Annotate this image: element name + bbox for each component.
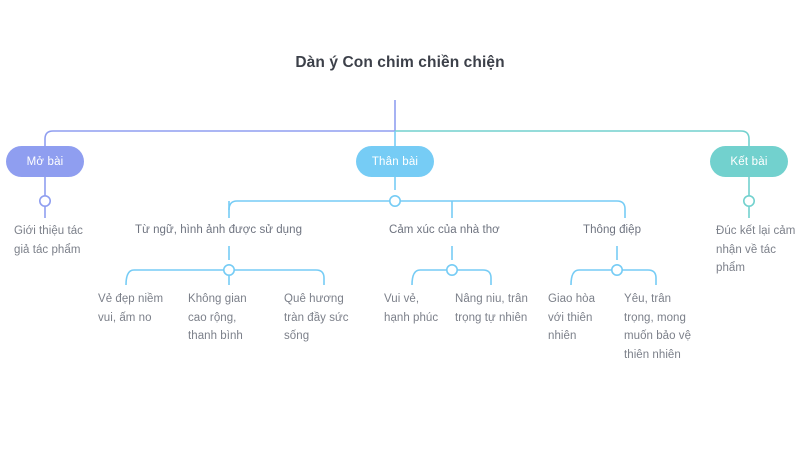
- leaf-node[interactable]: Vui vẻ, hạnh phúc: [384, 293, 439, 324]
- connector-bus-right: [395, 130, 750, 148]
- node-than-bai[interactable]: Thân bài: [356, 146, 434, 177]
- connector-level2-bus: [228, 200, 626, 218]
- leaf-node[interactable]: Giao hòa với thiên nhiên: [548, 293, 596, 343]
- node-cam-xuc[interactable]: Cảm xúc của nhà thơ: [389, 224, 500, 236]
- node-mo-bai[interactable]: Mở bài: [6, 146, 84, 177]
- node-mo-bai-label: Mở bài: [26, 155, 64, 168]
- node-circle-group2: [445, 263, 458, 276]
- node-ket-bai[interactable]: Kết bài: [710, 146, 788, 177]
- node-circle-group1: [223, 263, 236, 276]
- node-circle-than-bai: [388, 195, 401, 208]
- node-circle-group3: [610, 263, 623, 276]
- node-tu-ngu[interactable]: Từ ngữ, hình ảnh được sử dụng: [135, 224, 303, 236]
- node-mo-bai-child[interactable]: Giới thiệu tác giả tác phẩm: [14, 225, 83, 256]
- connector-group2-bus: [411, 269, 492, 286]
- node-circle-mo-bai: [38, 195, 51, 208]
- leaf-node[interactable]: Yêu, trân trọng, mong muốn bảo vệ thiên …: [624, 293, 692, 361]
- node-circle-ket-bai: [742, 195, 755, 208]
- node-than-bai-label: Thân bài: [371, 155, 419, 168]
- node-ket-bai-label: Kết bài: [730, 155, 768, 168]
- node-ket-bai-child[interactable]: Đúc kết lại cảm nhận về tác phẩm: [716, 225, 796, 275]
- page-title: Dàn ý Con chim chiền chiện: [295, 54, 505, 71]
- connector-group1-bus: [125, 269, 325, 286]
- leaf-node[interactable]: Vẻ đẹp niềm vui, ấm no: [98, 293, 164, 324]
- connector-bus-left: [44, 130, 395, 148]
- leaf-node[interactable]: Không gian cao rộng, thanh bình: [188, 293, 247, 343]
- leaf-node[interactable]: Quê hương tràn đầy sức sống: [284, 293, 349, 343]
- node-thong-diep[interactable]: Thông điệp: [583, 224, 642, 236]
- leaf-node[interactable]: Nâng niu, trân trọng tự nhiên: [455, 293, 528, 324]
- connector-group3-bus: [570, 269, 657, 286]
